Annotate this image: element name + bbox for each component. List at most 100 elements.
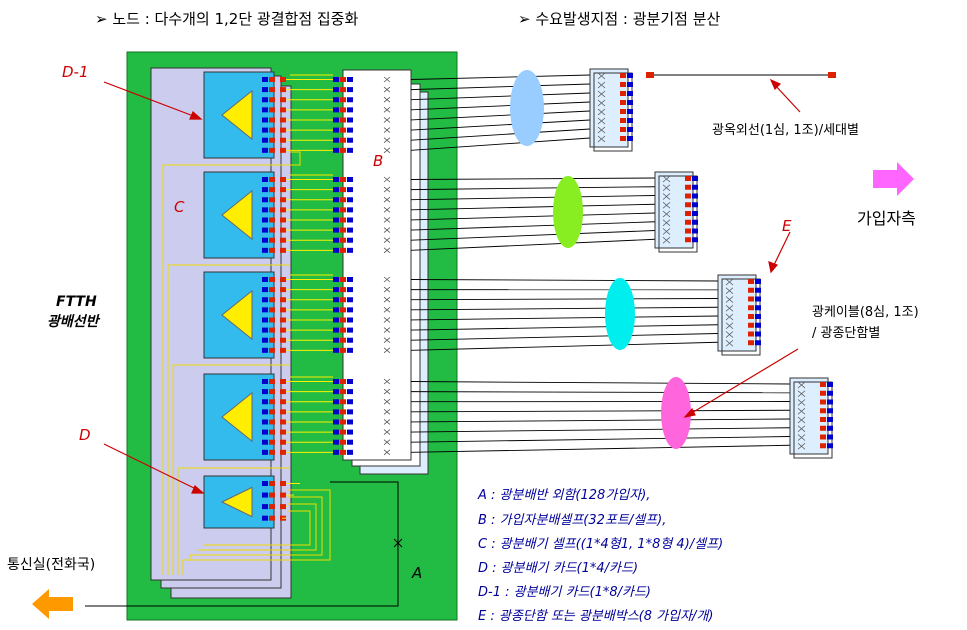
port-red [748,331,754,337]
port-red [340,449,346,455]
cross-mark [383,347,391,354]
feeder-fiber [410,101,591,111]
port-blue [333,419,339,425]
cross-mark [725,296,734,303]
cross-mark [383,247,391,254]
port-red [685,228,691,234]
port-blue [333,297,339,303]
port-blue [262,147,268,153]
port-red [340,87,346,93]
termination-box [654,171,694,249]
cross-mark [597,90,606,98]
port-red [269,197,275,203]
port-red [280,337,286,343]
cross-mark [383,227,391,233]
splitter-triangle [221,289,253,341]
port-blue [333,227,339,233]
port-blue [347,227,353,233]
fiber-lines [282,74,791,519]
port-red [269,317,275,323]
port-blue [262,137,268,143]
port-red [620,127,626,132]
port-blue [692,193,698,199]
feeder-fiber [410,203,656,211]
splitter-cards [203,71,286,529]
legend-d: D : 광분배기 카드(1*4/카드) [478,561,638,576]
cable-bundle-3 [605,278,635,350]
port-blue [347,409,353,415]
port-blue [347,277,353,282]
port-red [340,429,346,435]
port-red [280,207,286,213]
port-red [269,277,275,282]
cross-mark [383,86,391,93]
port-blue [755,331,761,337]
port-blue [262,515,268,521]
cross-mark [797,407,806,415]
cable-bundle-2 [553,176,583,248]
port-blue [333,237,339,243]
port-red [280,77,286,82]
port-blue [627,118,633,123]
port-red [340,337,346,343]
port-blue [347,77,353,82]
pointer-arrows [103,78,801,494]
port-red [340,147,346,153]
port-red [620,118,626,123]
port-blue [755,340,761,346]
port-blue [827,434,833,440]
port-red [269,481,275,486]
port-blue [262,277,268,282]
port-blue [347,117,353,123]
port-red [269,147,275,153]
cross-mark [383,137,391,144]
port-blue [262,379,268,384]
cross-mark [383,217,391,223]
port-blue [347,419,353,425]
port-blue [333,327,339,333]
port-red [269,307,275,313]
port-red [340,409,346,415]
cross-mark [725,331,734,338]
port-red [280,277,286,282]
cross-mark [725,287,734,295]
port-red [280,127,286,133]
port-blue [692,202,698,208]
port-blue [827,408,833,414]
port-red [269,504,275,510]
cross-mark [797,442,806,450]
port-red [280,439,286,445]
feeder-fiber [410,279,719,282]
port-red [748,287,754,293]
port-blue [262,449,268,455]
port-red [280,177,286,182]
port-red [280,147,286,153]
port-blue [627,100,633,105]
label-drop-cable: 광옥외선(1심, 1조)/세대별 [712,123,859,138]
port-blue [333,107,339,113]
port-red [280,317,286,323]
port-red [280,327,286,333]
port-red [340,347,346,353]
port-blue [827,390,833,396]
cross-mark [797,434,806,441]
port-blue [262,227,268,233]
port-red [685,219,691,225]
port-blue [333,317,339,323]
port-red [340,389,346,395]
port-red [269,379,275,384]
port-red [820,443,826,449]
port-blue [347,337,353,343]
label-d: D [79,426,91,444]
port-blue [262,187,268,193]
cross-mark [383,317,391,323]
port-blue [262,77,268,82]
port-blue [333,439,339,445]
port-blue [333,87,339,93]
port-blue [692,237,698,243]
feeder-fiber [410,427,791,433]
port-blue [333,77,339,82]
port-blue [262,429,268,435]
legend-d1: D-1 : 광분배기 카드(1*8/카드) [478,585,651,600]
cross-mark [597,126,606,134]
